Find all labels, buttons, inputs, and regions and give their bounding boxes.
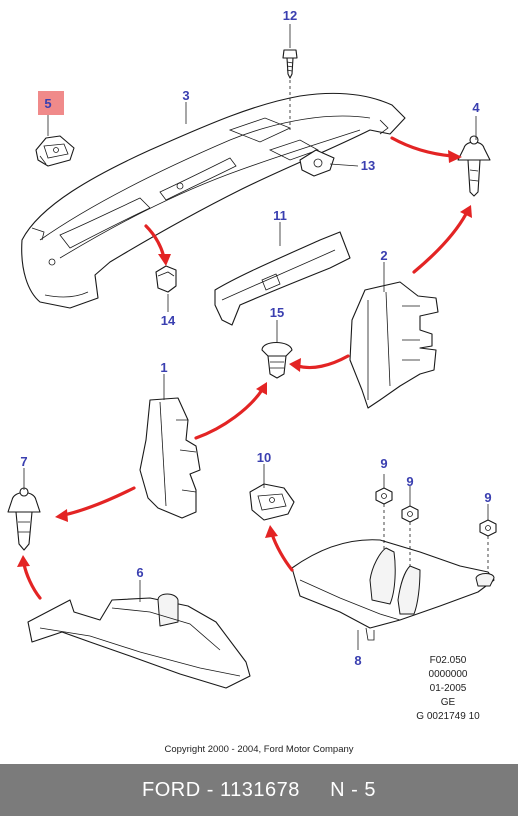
callout-3[interactable]: 3	[182, 88, 189, 103]
part-14-clip[interactable]	[155, 265, 177, 293]
arrow-1-to-15	[194, 382, 267, 440]
part-2-deflector[interactable]	[349, 281, 439, 409]
callout-2[interactable]: 2	[380, 248, 387, 263]
doc-date: 01-2005	[429, 683, 467, 694]
callout-10[interactable]: 10	[257, 450, 271, 465]
arrow-3-to-14	[144, 224, 171, 266]
part-10-clip[interactable]	[249, 483, 295, 521]
callout-15[interactable]: 15	[270, 305, 284, 320]
callout-5[interactable]: 5	[44, 96, 51, 111]
part-4-push-pin[interactable]	[457, 135, 491, 197]
callout-4[interactable]: 4	[472, 100, 480, 115]
callout-8[interactable]: 8	[354, 653, 361, 668]
part-5-clip[interactable]	[35, 135, 75, 167]
callout-7[interactable]: 7	[20, 454, 27, 469]
footer-part-number: 1131678	[219, 778, 300, 801]
assembly-lines	[289, 80, 489, 572]
callout-9-b[interactable]: 9	[406, 474, 413, 489]
callout-14[interactable]: 14	[161, 313, 176, 328]
doc-code: F02.050	[429, 655, 467, 666]
leader-lines	[23, 24, 489, 650]
callout-9-a[interactable]: 9	[380, 456, 387, 471]
part-3-undertray[interactable]	[21, 92, 406, 309]
part-9-nut-c[interactable]	[479, 519, 497, 537]
part-13-nut-clip[interactable]	[299, 149, 335, 177]
document-reference: F02.050 0000000 01-2005 GE G 0021749 10	[388, 654, 508, 724]
callout-1[interactable]: 1	[160, 360, 167, 375]
doc-region: GE	[440, 697, 456, 708]
callout-12[interactable]: 12	[283, 8, 297, 23]
arrow-2-to-15	[289, 354, 350, 372]
parts-diagram: 12 5 3 4 13 14 11 2 15 1 10 7 9 9 9 6 8	[7, 8, 497, 689]
callout-9-c[interactable]: 9	[484, 490, 491, 505]
footer-bar: FORD - 1131678 N - 5	[0, 764, 518, 816]
part-9-nut-a[interactable]	[375, 487, 393, 505]
callout-13[interactable]: 13	[361, 158, 375, 173]
doc-number: 0000000	[428, 669, 468, 680]
copyright-text: Copyright 2000 - 2004, Ford Motor Compan…	[164, 744, 354, 755]
footer-gap	[300, 779, 330, 802]
part-12-screw[interactable]	[282, 49, 298, 79]
part-9-nut-b[interactable]	[401, 505, 419, 523]
arrow-6-to-7	[17, 555, 42, 600]
footer-separator: -	[200, 778, 220, 801]
doc-graphic-id: G 0021749 10	[416, 711, 480, 722]
footer-item: N - 5	[330, 778, 376, 801]
part-7-push-pin[interactable]	[7, 487, 41, 551]
part-1-deflector[interactable]	[139, 397, 201, 519]
arrow-2-to-4	[412, 205, 472, 274]
arrow-3-to-4	[390, 136, 462, 163]
part-8-lower-tray[interactable]	[291, 539, 495, 641]
arrow-8-to-10	[265, 525, 294, 572]
callout-6[interactable]: 6	[136, 565, 143, 580]
part-6-shield[interactable]	[27, 593, 251, 689]
arrow-1-to-7	[55, 486, 136, 522]
part-11-bracket[interactable]	[214, 231, 351, 326]
part-15-push-clip[interactable]	[261, 341, 293, 379]
callout-11[interactable]: 11	[273, 208, 287, 223]
footer-brand: FORD	[142, 778, 201, 801]
callout-5-highlight	[38, 91, 64, 115]
